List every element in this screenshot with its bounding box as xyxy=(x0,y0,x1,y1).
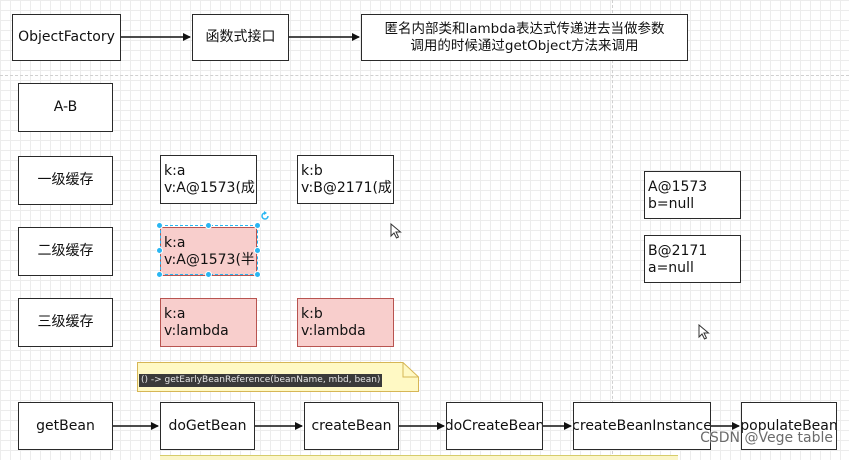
entry-key: k:b xyxy=(301,163,323,179)
level3-entry-b[interactable]: k:b v:lambda xyxy=(297,298,394,347)
object-id: B@2171 xyxy=(648,243,708,259)
partial-note-shape xyxy=(160,455,678,460)
flow-createbean-box[interactable]: createBean xyxy=(304,402,399,450)
lambda-explanation-line1: 匿名内部类和lambda表达式传递进去当做参数 xyxy=(384,20,665,37)
horizontal-guide-line xyxy=(0,75,849,76)
flow-label: getBean xyxy=(36,417,95,434)
level3-cache-box[interactable]: 三级缓存 xyxy=(18,298,113,347)
entry-value: v:lambda xyxy=(301,323,366,339)
entry-value: v:lambda xyxy=(164,323,229,339)
level1-cache-label: 一级缓存 xyxy=(37,172,94,188)
flow-dogetbean-box[interactable]: doGetBean xyxy=(160,402,255,450)
flow-docreatebean-box[interactable]: doCreateBean xyxy=(446,402,543,450)
flow-label: createBean xyxy=(311,417,392,434)
vertical-guide-line xyxy=(612,0,613,459)
level2-cache-box[interactable]: 二级缓存 xyxy=(18,227,113,276)
flow-label: doGetBean xyxy=(168,417,247,434)
resize-handle-nw[interactable] xyxy=(156,222,163,229)
resize-handle-e[interactable] xyxy=(254,247,261,254)
resize-handle-n[interactable] xyxy=(205,222,212,229)
object-b-box[interactable]: B@2171 a=null xyxy=(644,235,741,283)
objectfactory-label: ObjectFactory xyxy=(18,29,115,45)
entry-value: v:A@1573(半) xyxy=(164,252,257,268)
ab-box[interactable]: A-B xyxy=(18,83,113,132)
flow-label: createBeanInstance xyxy=(573,417,711,434)
object-id: A@1573 xyxy=(648,179,708,195)
level1-cache-box[interactable]: 一级缓存 xyxy=(18,156,113,205)
functional-interface-box[interactable]: 函数式接口 xyxy=(192,14,289,61)
level3-entry-a[interactable]: k:a v:lambda xyxy=(160,298,257,347)
watermark: CSDN @Vege table xyxy=(700,430,833,446)
functional-interface-label: 函数式接口 xyxy=(205,29,276,45)
resize-handle-sw[interactable] xyxy=(156,271,163,278)
level3-cache-label: 三级缓存 xyxy=(37,314,94,330)
flow-populatebean-box[interactable]: populateBean xyxy=(741,402,837,450)
object-field: a=null xyxy=(648,260,694,276)
flow-label: doCreateBean xyxy=(446,417,543,434)
rotate-icon[interactable] xyxy=(260,211,270,221)
objectfactory-box[interactable]: ObjectFactory xyxy=(12,14,121,61)
resize-handle-w[interactable] xyxy=(156,247,163,254)
flow-getbean-box[interactable]: getBean xyxy=(18,402,113,450)
object-field: b=null xyxy=(648,196,695,212)
resize-handle-s[interactable] xyxy=(205,271,212,278)
entry-key: k:a xyxy=(164,163,186,179)
ab-label: A-B xyxy=(53,99,78,115)
entry-value: v:B@2171(成) xyxy=(301,180,394,196)
object-a-box[interactable]: A@1573 b=null xyxy=(644,171,741,219)
entry-key: k:b xyxy=(301,306,323,322)
level1-entry-b[interactable]: k:b v:B@2171(成) xyxy=(297,155,394,204)
selection-outline xyxy=(160,225,258,275)
mouse-cursor-icon xyxy=(390,223,402,239)
entry-value: v:A@1573(成) xyxy=(164,180,257,196)
level2-cache-label: 二级缓存 xyxy=(37,243,94,259)
entry-key: k:a xyxy=(164,235,186,251)
lambda-note-text: () -> getEarlyBeanReference(beanName, mb… xyxy=(139,374,383,387)
flow-label: populateBean xyxy=(741,417,837,434)
lambda-explanation-box[interactable]: 匿名内部类和lambda表达式传递进去当做参数 调用的时候通过getObject… xyxy=(361,14,688,61)
resize-handle-se[interactable] xyxy=(254,271,261,278)
level1-entry-a[interactable]: k:a v:A@1573(成) xyxy=(160,155,257,204)
entry-key: k:a xyxy=(164,306,186,322)
mouse-cursor-icon xyxy=(698,324,710,340)
lambda-explanation-line2: 调用的时候通过getObject方法来调用 xyxy=(410,37,639,54)
resize-handle-ne[interactable] xyxy=(254,222,261,229)
flow-createbeaninstance-box[interactable]: createBeanInstance xyxy=(573,402,711,450)
